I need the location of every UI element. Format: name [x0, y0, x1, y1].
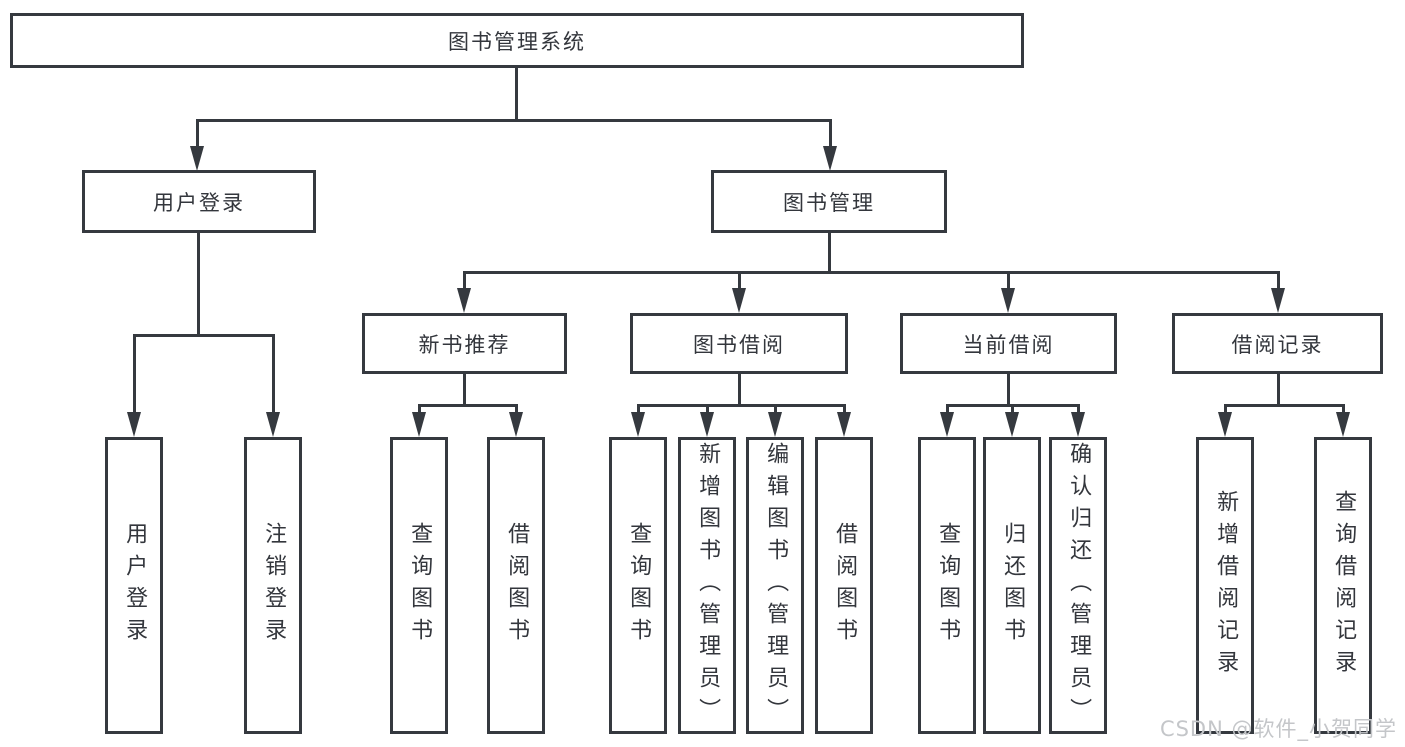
node-borrowing-records: 借阅记录 [1172, 313, 1383, 374]
connector-records-hline [1223, 403, 1345, 407]
arrow-down-icon [127, 412, 141, 437]
node-book-borrowing: 图书借阅 [630, 313, 848, 374]
node-new-book-recommend-label: 新书推荐 [418, 332, 511, 357]
leaf-edit-book-admin: 编辑图书（管理员） [746, 437, 804, 734]
connector-to-user-login [195, 120, 199, 147]
connector-to-leaf [132, 335, 136, 413]
connector-to-leaf [514, 405, 518, 414]
connector-to-leaf [705, 405, 709, 414]
connector-user-login-stub [196, 233, 200, 336]
connector-borrow-stub [737, 374, 741, 406]
node-user-login-label: 用户登录 [153, 190, 245, 215]
leaf-user-login-label: 用户登录 [122, 521, 148, 650]
leaf-user-login: 用户登录 [105, 437, 163, 734]
leaf-newbook-borrow-books-label: 借阅图书 [504, 521, 530, 650]
leaf-query-borrow-record: 查询借阅记录 [1314, 437, 1372, 734]
leaf-logout: 注销登录 [244, 437, 302, 734]
connector-to-leaf [1341, 405, 1345, 414]
leaf-logout-label: 注销登录 [261, 521, 287, 650]
leaf-add-book-admin: 新增图书（管理员） [678, 437, 736, 734]
leaf-add-borrow-record: 新增借阅记录 [1196, 437, 1254, 734]
leaf-borrow-borrow-books: 借阅图书 [815, 437, 873, 734]
arrow-down-icon [1336, 412, 1350, 437]
connector-to-leaf [1076, 405, 1080, 414]
node-user-login: 用户登录 [82, 170, 316, 233]
arrow-down-icon [1005, 412, 1019, 437]
leaf-borrow-query-books: 查询图书 [609, 437, 667, 734]
node-root: 图书管理系统 [10, 13, 1024, 68]
leaf-borrow-borrow-books-label: 借阅图书 [832, 521, 858, 650]
connector-to-leaf [1223, 405, 1227, 414]
connector-to-leaf [945, 405, 949, 414]
leaf-newbook-query-books: 查询图书 [390, 437, 448, 734]
arrow-down-icon [412, 412, 426, 437]
leaf-edit-book-admin-label: 编辑图书（管理员） [763, 441, 789, 730]
connector-to-leaf [271, 335, 275, 413]
connector-current-stub [1006, 374, 1010, 406]
arrow-down-icon [700, 412, 714, 437]
node-current-borrowing-label: 当前借阅 [962, 332, 1055, 357]
connector-to-leaf [773, 405, 777, 414]
connector-root-hline [195, 118, 832, 122]
connector-root-stub [514, 68, 518, 121]
csdn-watermark: CSDN @软件_小贺同学 [1159, 717, 1397, 741]
leaf-add-book-admin-label: 新增图书（管理员） [695, 441, 721, 730]
arrow-down-icon [266, 412, 280, 437]
connector-to-leaf [636, 405, 640, 414]
arrow-down-icon [1001, 288, 1015, 313]
connector-user-login-hline [132, 333, 275, 337]
node-book-management-label: 图书管理 [783, 190, 875, 215]
arrow-down-icon [768, 412, 782, 437]
arrow-down-icon [823, 146, 837, 171]
connector-to-leaf [417, 405, 421, 414]
arrow-down-icon [837, 412, 851, 437]
connector-new-book-hline [417, 403, 518, 407]
arrow-down-icon [1071, 412, 1085, 437]
node-book-management: 图书管理 [711, 170, 947, 233]
arrow-down-icon [457, 288, 471, 313]
node-book-borrowing-label: 图书借阅 [693, 332, 785, 357]
connector-borrow-hline [636, 403, 846, 407]
arrow-down-icon [631, 412, 645, 437]
connector-to-book-mgmt [828, 120, 832, 147]
connector-to-leaf [842, 405, 846, 414]
connector-to-borrow [737, 272, 741, 289]
arrow-down-icon [1271, 288, 1285, 313]
leaf-confirm-return-admin: 确认归还（管理员） [1049, 437, 1107, 734]
arrow-down-icon [732, 288, 746, 313]
leaf-current-query-books: 查询图书 [918, 437, 976, 734]
connector-to-new-book [462, 272, 466, 289]
connector-to-records [1276, 272, 1280, 289]
leaf-current-query-books-label: 查询图书 [935, 521, 961, 650]
leaf-confirm-return-admin-label: 确认归还（管理员） [1066, 441, 1092, 730]
leaf-return-books: 归还图书 [983, 437, 1041, 734]
connector-book-mgmt-hline [462, 270, 1280, 274]
leaf-query-borrow-record-label: 查询借阅记录 [1331, 489, 1357, 682]
arrow-down-icon [1218, 412, 1232, 437]
node-current-borrowing: 当前借阅 [900, 313, 1117, 374]
node-borrowing-records-label: 借阅记录 [1231, 332, 1324, 357]
leaf-return-books-label: 归还图书 [1000, 521, 1026, 650]
connector-new-book-stub [462, 374, 466, 406]
leaf-add-borrow-record-label: 新增借阅记录 [1213, 489, 1239, 682]
connector-book-mgmt-stub [827, 233, 831, 272]
arrow-down-icon [509, 412, 523, 437]
node-root-label: 图书管理系统 [448, 29, 586, 54]
leaf-newbook-query-books-label: 查询图书 [407, 521, 433, 650]
leaf-newbook-borrow-books: 借阅图书 [487, 437, 545, 734]
connector-to-leaf [1010, 405, 1014, 414]
arrow-down-icon [940, 412, 954, 437]
leaf-borrow-query-books-label: 查询图书 [626, 521, 652, 650]
connector-records-stub [1276, 374, 1280, 406]
arrow-down-icon [190, 146, 204, 171]
connector-to-current [1006, 272, 1010, 289]
node-new-book-recommend: 新书推荐 [362, 313, 567, 374]
